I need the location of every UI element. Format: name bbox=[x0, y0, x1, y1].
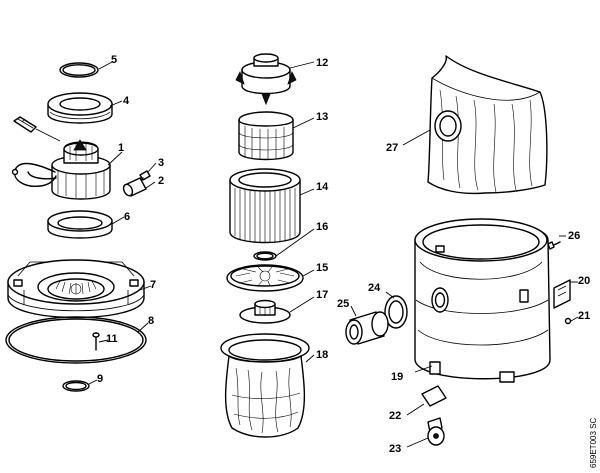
callout-8: 8 bbox=[148, 315, 154, 327]
part-4-gasket-ring bbox=[47, 92, 113, 124]
callout-12: 12 bbox=[316, 57, 328, 69]
callout-27: 27 bbox=[386, 142, 398, 154]
part-27-container-liner bbox=[427, 55, 548, 195]
callout-21: 21 bbox=[578, 310, 590, 322]
callout-25: 25 bbox=[337, 298, 349, 310]
part-18-filter-bag bbox=[220, 333, 310, 438]
part-21-screw bbox=[564, 317, 572, 325]
part-2-bushing bbox=[122, 177, 147, 197]
callout-13: 13 bbox=[316, 111, 328, 123]
part-14-cartridge-filter bbox=[229, 168, 301, 244]
part-6-seal-ring bbox=[47, 210, 113, 239]
callout-23: 23 bbox=[389, 443, 401, 455]
callout-24: 24 bbox=[368, 282, 381, 294]
callout-3: 3 bbox=[158, 157, 164, 169]
part-26-pin bbox=[547, 241, 561, 250]
callout-labels: 1234567891112131415161718192021222324252… bbox=[97, 54, 590, 455]
callout-22: 22 bbox=[389, 410, 401, 422]
part-8-large-o-ring bbox=[5, 316, 147, 364]
part-13-filter-cage bbox=[238, 111, 294, 161]
leader-lines bbox=[88, 61, 579, 448]
callout-1: 1 bbox=[118, 142, 124, 154]
part-5-o-ring bbox=[59, 62, 99, 78]
callout-18: 18 bbox=[316, 349, 328, 361]
part-17-float-valve bbox=[239, 299, 291, 324]
part-19-container bbox=[414, 218, 551, 383]
part-23-caster bbox=[427, 417, 445, 446]
callout-26: 26 bbox=[568, 230, 580, 242]
part-12-filter-cap bbox=[235, 53, 297, 106]
callout-5: 5 bbox=[111, 54, 117, 66]
callout-4: 4 bbox=[123, 95, 130, 107]
callout-16: 16 bbox=[316, 221, 328, 233]
part-1-motor bbox=[11, 139, 111, 200]
cable-plug bbox=[13, 116, 61, 142]
part-22-caster-plate bbox=[421, 385, 447, 407]
callout-17: 17 bbox=[316, 289, 328, 301]
callout-9: 9 bbox=[97, 373, 103, 385]
part-20-latch bbox=[553, 279, 571, 309]
part-7-motor-housing bbox=[7, 259, 145, 319]
part-11-screw bbox=[92, 332, 100, 351]
part-24-gasket bbox=[384, 295, 408, 329]
part-25-suction-inlet bbox=[345, 311, 389, 345]
callout-11: 11 bbox=[106, 333, 118, 345]
part-9-washer bbox=[62, 380, 90, 392]
part-16-o-ring bbox=[253, 251, 277, 261]
callout-14: 14 bbox=[316, 181, 329, 193]
callout-7: 7 bbox=[150, 279, 156, 291]
drawing-code: 659ET003 SC bbox=[589, 418, 598, 468]
part-15-disc-filter bbox=[226, 264, 304, 292]
callout-6: 6 bbox=[124, 211, 130, 223]
callout-20: 20 bbox=[578, 275, 590, 287]
callout-15: 15 bbox=[316, 262, 328, 274]
callout-19: 19 bbox=[391, 371, 403, 383]
callout-2: 2 bbox=[158, 175, 164, 187]
